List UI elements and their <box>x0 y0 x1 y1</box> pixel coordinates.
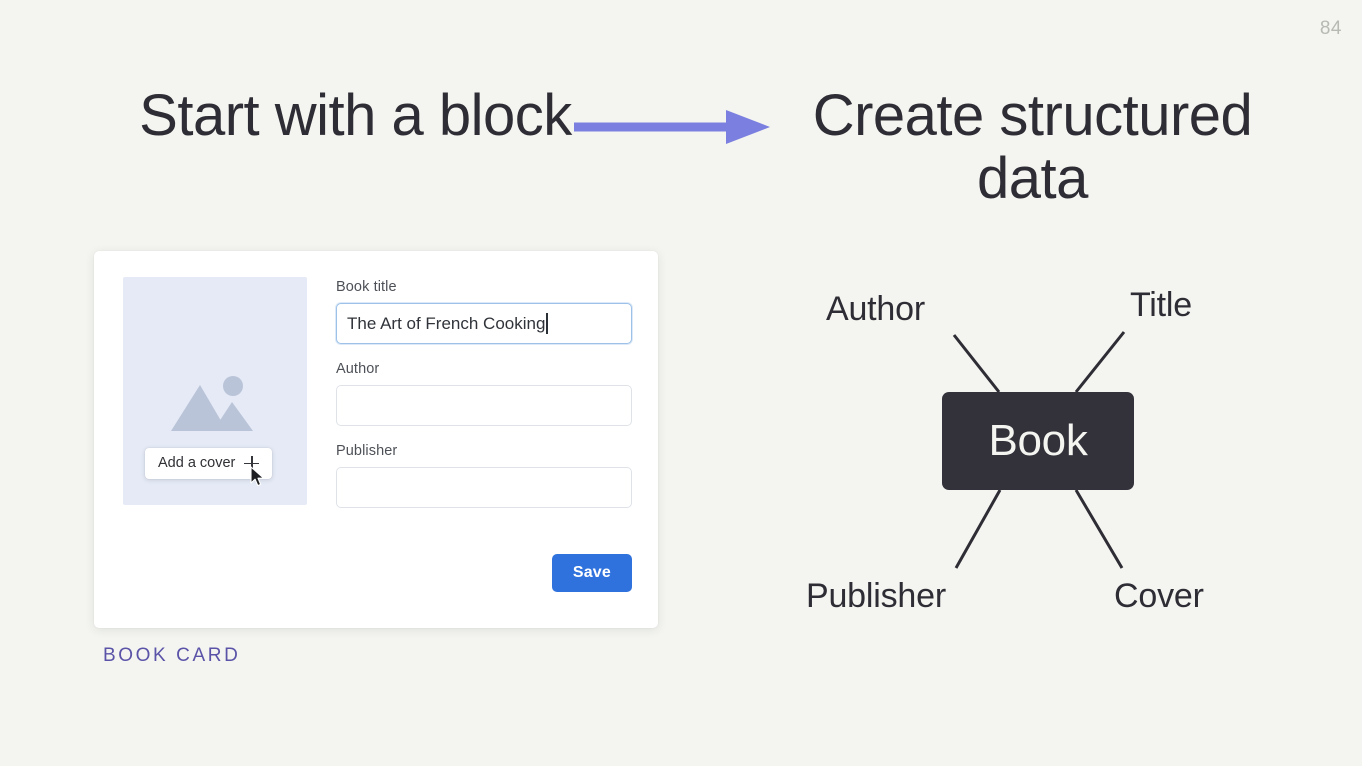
diagram-label-author: Author <box>826 290 925 328</box>
diagram-node-book-label: Book <box>988 416 1088 465</box>
structured-data-diagram: Author Title Publisher Cover Book <box>780 270 1270 630</box>
diagram-connector-lines <box>952 331 1126 569</box>
field-label-book-title: Book title <box>336 279 397 295</box>
author-input[interactable] <box>336 385 632 426</box>
cover-dropzone[interactable]: Add a cover <box>123 277 307 505</box>
field-book-title: Book title The Art of French Cooking <box>336 279 632 344</box>
book-card: Add a cover Book title The Art of French… <box>94 251 658 628</box>
field-label-publisher: Publisher <box>336 443 398 459</box>
diagram-label-publisher: Publisher <box>806 577 946 615</box>
diagram-label-title: Title <box>1130 286 1192 324</box>
save-button[interactable]: Save <box>551 554 632 592</box>
heading-right: Create structured data <box>812 83 1253 212</box>
plus-icon <box>244 455 260 471</box>
text-caret <box>546 313 548 334</box>
add-cover-label: Add a cover <box>158 455 236 471</box>
book-title-input[interactable]: The Art of French Cooking <box>336 303 632 344</box>
field-publisher: Publisher <box>336 443 632 508</box>
book-title-value: The Art of French Cooking <box>347 313 546 333</box>
image-placeholder-icon <box>169 373 261 435</box>
add-cover-button[interactable]: Add a cover <box>145 448 273 479</box>
right-arrow-icon <box>574 108 774 146</box>
heading-left: Start with a block <box>139 83 572 148</box>
book-form: Book title The Art of French Cooking Aut… <box>336 279 632 525</box>
card-actions: Save <box>336 554 632 592</box>
publisher-input[interactable] <box>336 467 632 508</box>
diagram-node-book: Book <box>942 392 1134 490</box>
book-card-caption: BOOK CARD <box>103 645 241 666</box>
page-number: 84 <box>1319 18 1342 39</box>
field-label-author: Author <box>336 361 380 377</box>
field-author: Author <box>336 361 632 426</box>
diagram-label-cover: Cover <box>1114 577 1204 615</box>
